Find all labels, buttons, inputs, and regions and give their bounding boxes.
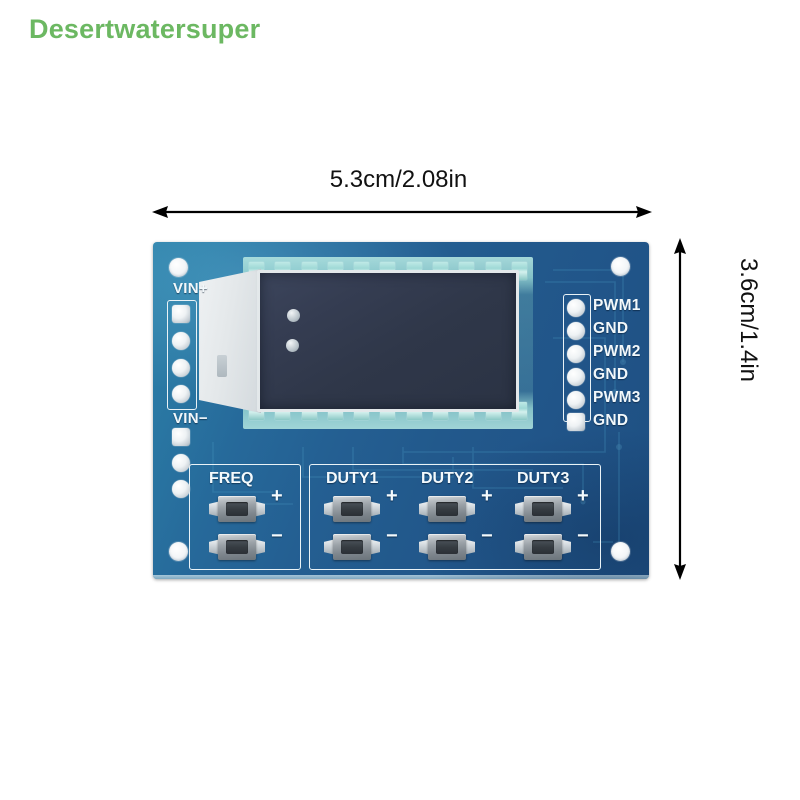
pwm-pad-3[interactable] xyxy=(567,345,585,363)
pwm-generator-board: VIN+ VIN− PWM1 GND PWM2 GND PWM3 GND FRE… xyxy=(153,242,649,579)
vin-pad-3[interactable] xyxy=(172,359,190,377)
width-dimension-arrow xyxy=(152,206,652,218)
pwm-pad-5[interactable] xyxy=(567,391,585,409)
switch-body xyxy=(218,534,256,560)
width-dimension-value: 5.3cm/2.08in xyxy=(329,166,468,193)
pwm-pad-4[interactable] xyxy=(567,368,585,386)
switch-body xyxy=(428,496,466,522)
switch-cap xyxy=(532,502,554,516)
vin-pad-2[interactable] xyxy=(172,332,190,350)
switch-lead-right xyxy=(559,539,571,555)
switch-lead-right xyxy=(253,501,265,517)
duty-button-group xyxy=(309,464,601,570)
vin-pad-1[interactable] xyxy=(172,305,190,323)
duty1-minus-sign: − xyxy=(386,525,398,547)
vin-pad-7[interactable] xyxy=(172,480,190,498)
switch-lead-right xyxy=(559,501,571,517)
freq-button-group xyxy=(189,464,301,570)
vin-pad-6[interactable] xyxy=(172,454,190,472)
duty3-group-label: DUTY3 xyxy=(517,470,570,487)
lcd-side-bezel xyxy=(199,269,261,413)
duty2-minus-button[interactable] xyxy=(419,534,475,560)
vin-pad-4[interactable] xyxy=(172,385,190,403)
vin-pad-5[interactable] xyxy=(172,428,190,446)
duty3-minus-sign: − xyxy=(577,525,589,547)
switch-body xyxy=(218,496,256,522)
switch-body xyxy=(333,496,371,522)
mounting-hole-bottom-left xyxy=(169,542,188,561)
height-dimension-value: 3.6cm/1.4in xyxy=(735,257,762,383)
freq-group-label: FREQ xyxy=(209,470,254,487)
pwm-pad-6[interactable] xyxy=(567,413,585,431)
height-dimension-label: 3.6cm/1.4in xyxy=(734,215,762,425)
vin-header-outline xyxy=(167,300,197,410)
duty1-plus-sign: + xyxy=(386,485,398,507)
switch-lead-right xyxy=(368,501,380,517)
width-dimension-label: 5.3cm/2.08in xyxy=(0,166,800,194)
switch-lead-right xyxy=(463,501,475,517)
duty3-plus-sign: + xyxy=(577,485,589,507)
switch-cap xyxy=(436,502,458,516)
lcd-solder-joint xyxy=(286,339,299,352)
silkscreen-gnd-2: GND xyxy=(593,366,629,383)
duty3-plus-button[interactable] xyxy=(515,496,571,522)
height-dimension-arrow xyxy=(674,238,686,580)
silkscreen-pwm1: PWM1 xyxy=(593,297,641,314)
lcd-screen xyxy=(257,270,519,412)
freq-plus-sign: + xyxy=(271,485,283,507)
duty1-plus-button[interactable] xyxy=(324,496,380,522)
pwm-pad-1[interactable] xyxy=(567,299,585,317)
freq-minus-button[interactable] xyxy=(209,534,265,560)
board-bottom-edge xyxy=(153,575,649,579)
switch-body xyxy=(524,496,562,522)
switch-lead-right xyxy=(253,539,265,555)
switch-body xyxy=(428,534,466,560)
silkscreen-gnd-3: GND xyxy=(593,412,629,429)
mounting-hole-bottom-right xyxy=(611,542,630,561)
switch-cap xyxy=(226,540,248,554)
mounting-hole-top-right xyxy=(611,257,630,276)
silkscreen-pwm3: PWM3 xyxy=(593,389,641,406)
silkscreen-gnd-1: GND xyxy=(593,320,629,337)
watermark-text: Desertwatersuper xyxy=(29,14,261,44)
lcd-side-tab xyxy=(217,355,227,377)
pwm-pad-2[interactable] xyxy=(567,322,585,340)
switch-cap xyxy=(226,502,248,516)
duty2-plus-sign: + xyxy=(481,485,493,507)
silkscreen-vin-negative: VIN− xyxy=(173,410,208,427)
duty1-group-label: DUTY1 xyxy=(326,470,379,487)
duty1-minus-button[interactable] xyxy=(324,534,380,560)
duty2-plus-button[interactable] xyxy=(419,496,475,522)
switch-cap xyxy=(532,540,554,554)
switch-body xyxy=(333,534,371,560)
switch-cap xyxy=(436,540,458,554)
silkscreen-pwm2: PWM2 xyxy=(593,343,641,360)
switch-cap xyxy=(341,502,363,516)
switch-body xyxy=(524,534,562,560)
mounting-hole-top-left xyxy=(169,258,188,277)
duty2-minus-sign: − xyxy=(481,525,493,547)
switch-lead-right xyxy=(368,539,380,555)
freq-minus-sign: − xyxy=(271,525,283,547)
freq-plus-button[interactable] xyxy=(209,496,265,522)
duty2-group-label: DUTY2 xyxy=(421,470,474,487)
switch-cap xyxy=(341,540,363,554)
lcd-display-module xyxy=(199,245,535,435)
duty3-minus-button[interactable] xyxy=(515,534,571,560)
lcd-solder-joint xyxy=(287,309,300,322)
switch-lead-right xyxy=(463,539,475,555)
silkscreen-vin-positive: VIN+ xyxy=(173,280,208,297)
